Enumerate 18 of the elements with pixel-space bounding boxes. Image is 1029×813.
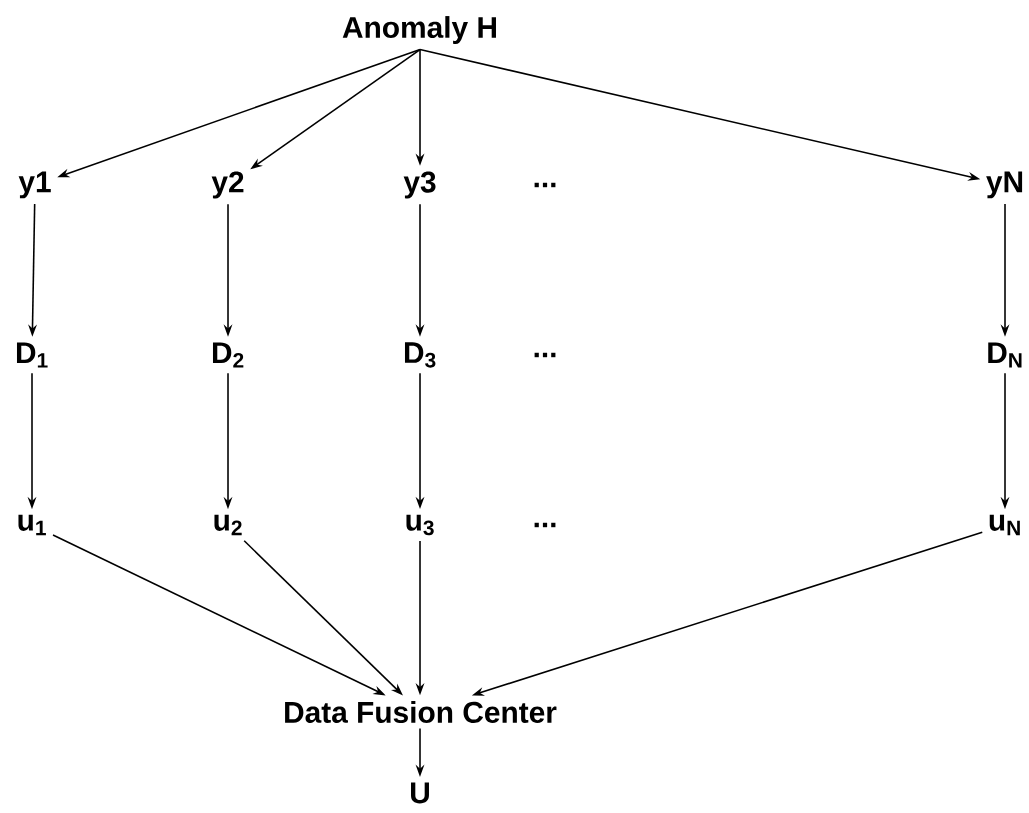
node-label: u$_{N}$: [989, 514, 1020, 536]
node-label: y3: [403, 171, 436, 199]
node-label: D$_{2}$: [213, 342, 244, 368]
node-label: u$_{2}$: [214, 514, 242, 536]
node-label: D$_{N}$: [988, 342, 1022, 368]
node-label: Anomaly H: [342, 16, 496, 44]
ellipsis: ...: [534, 522, 556, 528]
ellipsis: ...: [534, 182, 556, 188]
node-label: y2: [211, 171, 244, 199]
node-label: Data Fusion Center: [285, 701, 557, 723]
node-label: u$_{3}$: [406, 514, 434, 536]
node-label: D$_{3}$: [405, 342, 436, 368]
node-label: y1: [18, 171, 51, 199]
node-label: U: [411, 782, 429, 804]
ellipsis: ...: [534, 352, 556, 358]
node-label: D$_{1}$: [17, 342, 48, 368]
node-label: yN: [986, 171, 1023, 199]
node-label: u$_{1}$: [18, 514, 46, 536]
